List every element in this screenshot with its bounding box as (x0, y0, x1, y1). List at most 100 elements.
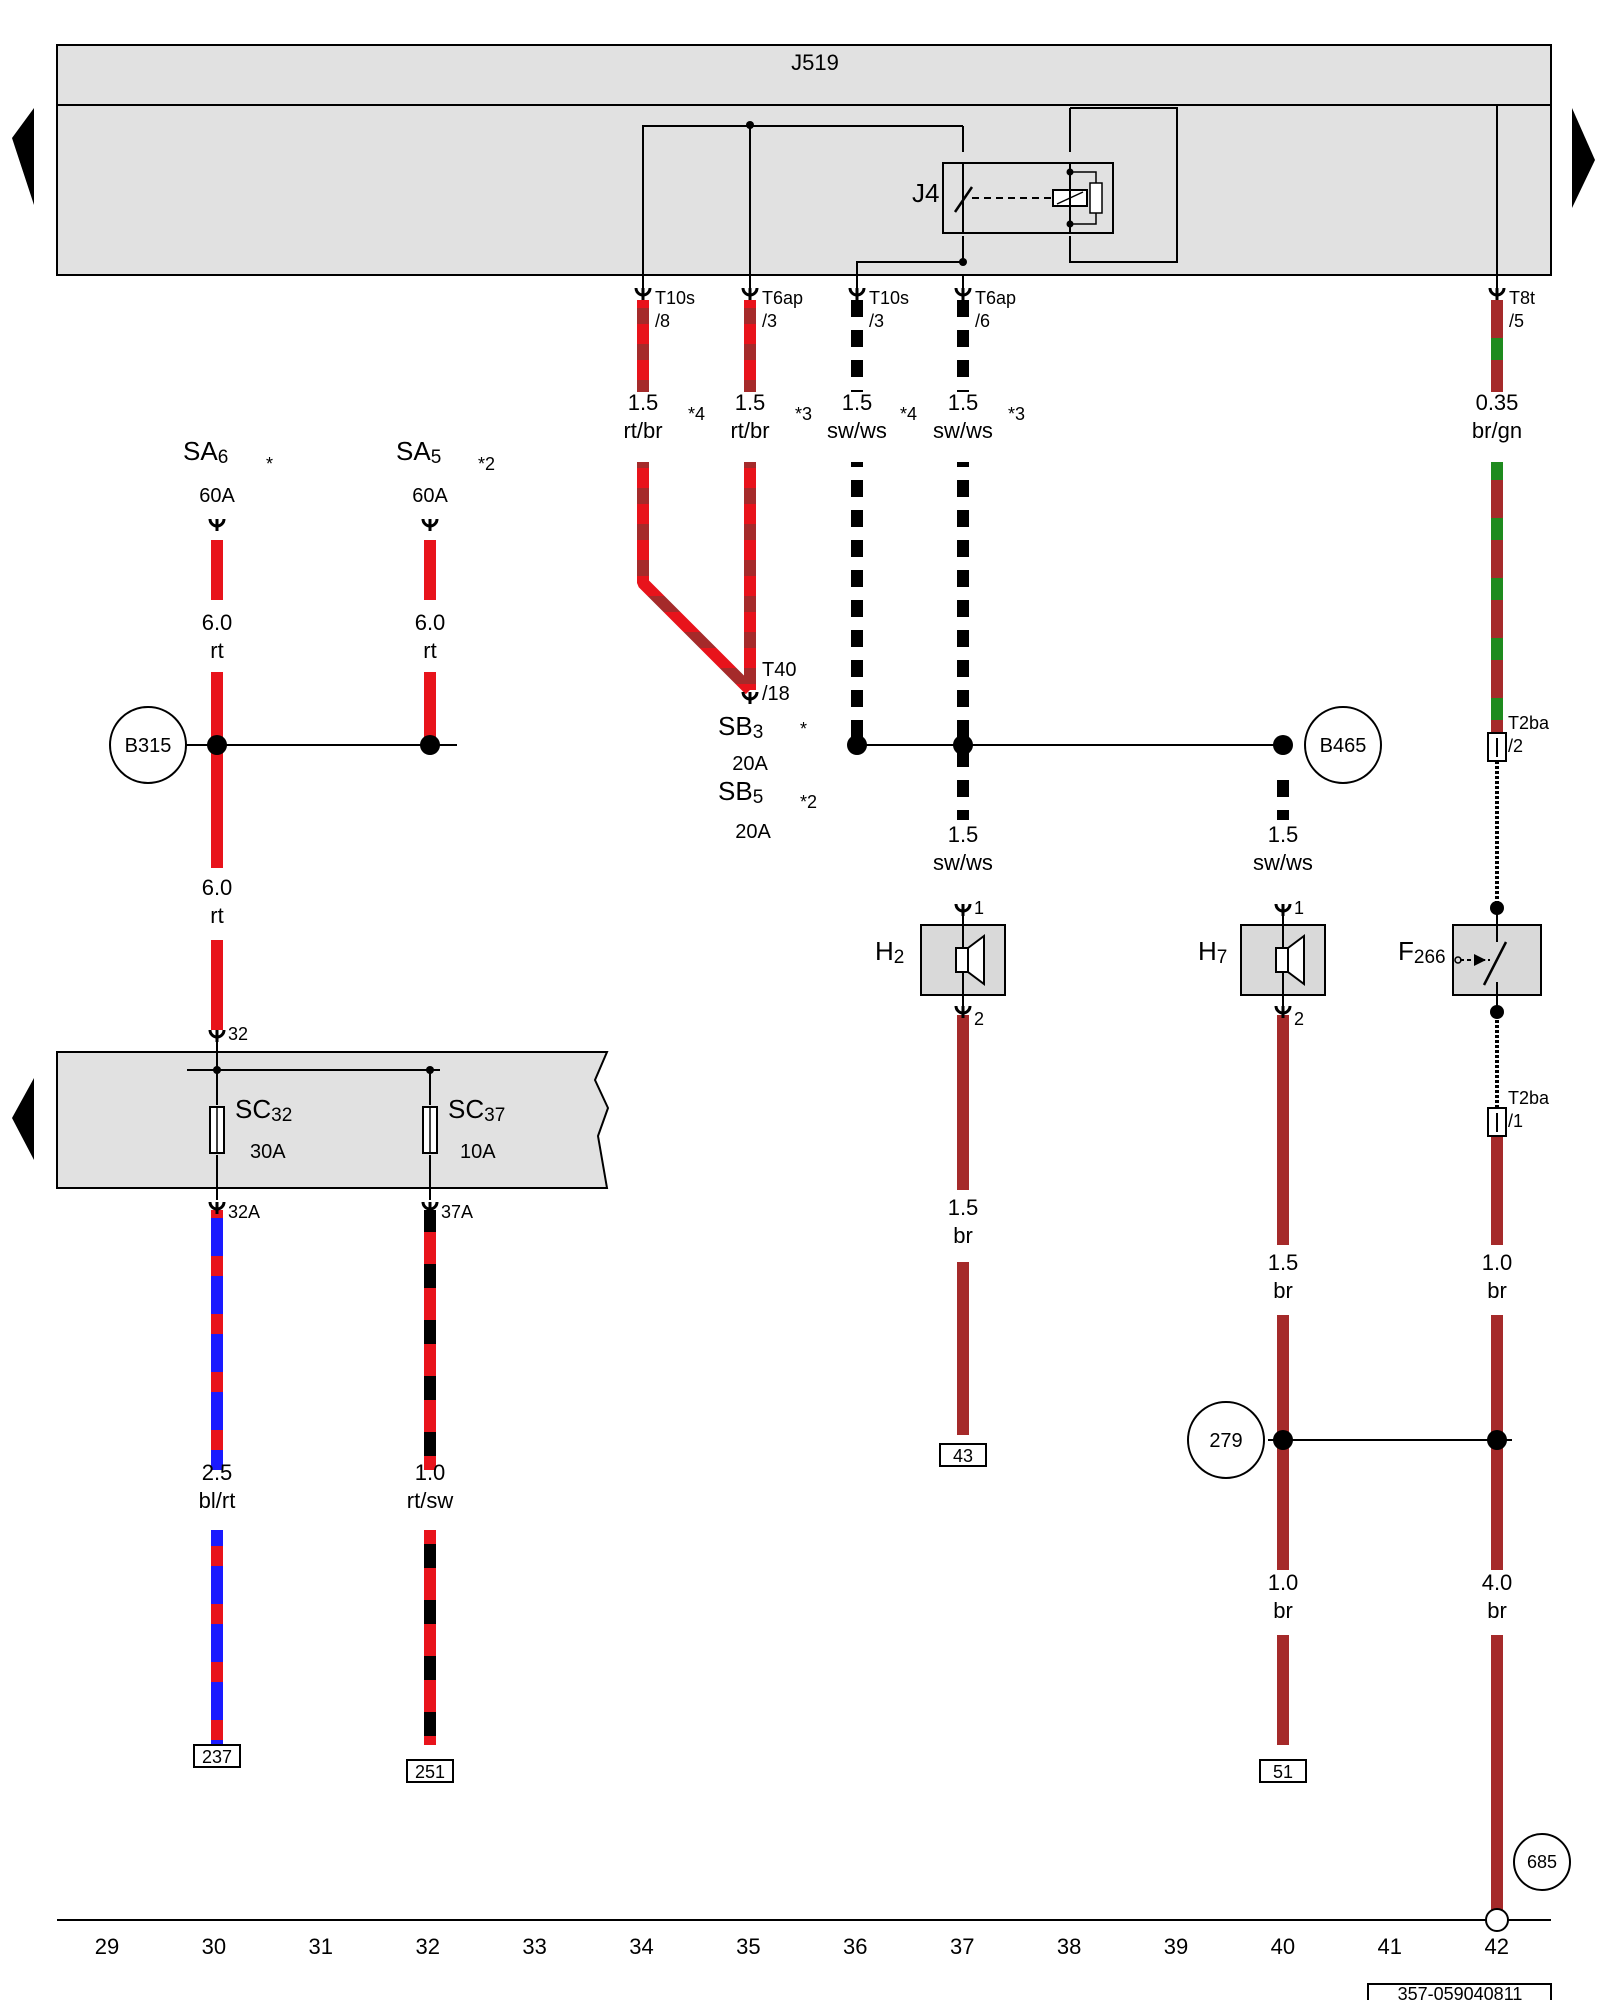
wire-segment (1277, 1015, 1289, 1245)
connector-name: T10s (869, 288, 909, 308)
wire-note: *3 (1008, 404, 1025, 424)
wire-diagonal (637, 462, 755, 695)
wire-size: 1.5 (628, 390, 659, 415)
wire-color: sw/ws (933, 418, 993, 443)
connector-pin: /3 (869, 311, 884, 331)
j519-header (56, 44, 1552, 106)
ground-685 (1513, 1833, 1571, 1891)
wire-segment (957, 1262, 969, 1435)
reference-box (193, 1744, 241, 1768)
wire-color: br (1487, 1278, 1507, 1303)
ground-point (1485, 1908, 1509, 1932)
wire-note: *4 (688, 404, 705, 424)
wire-segment (744, 462, 756, 690)
scale-number: 35 (736, 1934, 760, 1959)
fuse-sa5-note: *2 (478, 454, 495, 474)
wire-segment (1491, 300, 1503, 392)
wire-size: 1.0 (1268, 1570, 1299, 1595)
scale-number: 31 (309, 1934, 333, 1959)
wires (211, 300, 1503, 1912)
junction-dot (1487, 1430, 1507, 1450)
fuse-sb3-rating: 20A (732, 753, 768, 775)
fusebox-pin-32a: 32A (228, 1202, 260, 1222)
wire-size: 6.0 (415, 610, 446, 635)
wire-note: *3 (795, 404, 812, 424)
reference-number: 251 (415, 1762, 445, 1782)
wire-color: br (1273, 1598, 1293, 1623)
wire-size: 4.0 (1482, 1570, 1513, 1595)
scale-number: 37 (950, 1934, 974, 1959)
horn-h2-pin2: 2 (974, 1009, 984, 1029)
fuse-sb5-note: *2 (800, 792, 817, 812)
ground-685-label: 685 (1527, 1852, 1557, 1872)
fuse-sa6-label: SA6 (183, 436, 228, 468)
scale-number: 41 (1378, 1934, 1402, 1959)
connector-t2ba-top (1487, 732, 1507, 762)
wire-size: 1.0 (415, 1460, 446, 1485)
wire-color: rt (423, 638, 436, 663)
junction-dot (1490, 901, 1504, 915)
wire-size: 1.5 (842, 390, 873, 415)
fuse-sb5-label: SB5 (718, 776, 763, 808)
wire-segment (1491, 1136, 1503, 1245)
wire-color: sw/ws (827, 418, 887, 443)
wire-segment (851, 300, 863, 392)
wire-size: 1.5 (1268, 1250, 1299, 1275)
connector-t2ba-bottom (1487, 1107, 1507, 1137)
fusebox-pin-32: 32 (228, 1024, 248, 1044)
connector-pin: /5 (1509, 311, 1524, 331)
scale-number: 32 (415, 1934, 439, 1959)
ground-b315 (109, 706, 187, 784)
arrow-right-icon[interactable] (1572, 108, 1595, 208)
fuse-sa6-note: * (266, 454, 273, 474)
wire-note: *4 (900, 404, 917, 424)
junction-dot (420, 735, 440, 755)
wire-color: br (1273, 1278, 1293, 1303)
wire-segment (424, 1530, 436, 1745)
fusebox-sc (56, 1051, 610, 1189)
wire-size: 2.5 (202, 1460, 233, 1485)
wire-color: br (953, 1223, 973, 1248)
fuse-sc37 (422, 1070, 438, 1200)
arrow-left-icon[interactable] (12, 1078, 34, 1160)
wire-color: rt (210, 638, 223, 663)
wire-size: 1.0 (1482, 1250, 1513, 1275)
t40-pin: /18 (762, 683, 790, 705)
t2ba-top-pin: /2 (1508, 736, 1523, 756)
scale-number: 30 (202, 1934, 226, 1959)
scale-number: 38 (1057, 1934, 1081, 1959)
wire-segment (1491, 462, 1503, 735)
wire-segment (211, 940, 223, 1030)
wire-color: bl/rt (199, 1488, 236, 1513)
j519-body (56, 104, 1552, 276)
fuse-sb3-note: * (800, 719, 807, 739)
wire-color: br/gn (1472, 418, 1522, 443)
wire-segment (1277, 1635, 1289, 1745)
wire-segment (957, 462, 969, 820)
wire-segment (211, 1210, 223, 1470)
junction-dot (847, 735, 867, 755)
t2ba-bottom-conn: T2ba (1508, 1088, 1550, 1108)
wire-size: 1.5 (1268, 822, 1299, 847)
fuse-sc32-label: SC32 (235, 1094, 292, 1126)
switch-f266 (1452, 908, 1542, 1012)
wire-segment (851, 462, 863, 745)
wire-color: rt (210, 903, 223, 928)
ground-b465 (1304, 706, 1382, 784)
scale-number: 29 (95, 1934, 119, 1959)
horn-h7-label: H7 (1198, 936, 1227, 968)
wire-segment (957, 1015, 969, 1190)
j519-internal-wiring (642, 105, 1498, 290)
wire-size: 6.0 (202, 875, 233, 900)
horn-h7-pin1: 1 (1294, 898, 1304, 918)
wire-size: 1.5 (948, 822, 979, 847)
horn-h2 (920, 905, 1006, 1015)
horn-h7 (1240, 905, 1326, 1015)
reference-box (406, 1759, 454, 1783)
scale-number: 33 (522, 1934, 546, 1959)
wire-segment (744, 300, 756, 392)
fuse-sa5-label: SA5 (396, 436, 441, 468)
arrow-left-icon[interactable] (12, 108, 34, 205)
